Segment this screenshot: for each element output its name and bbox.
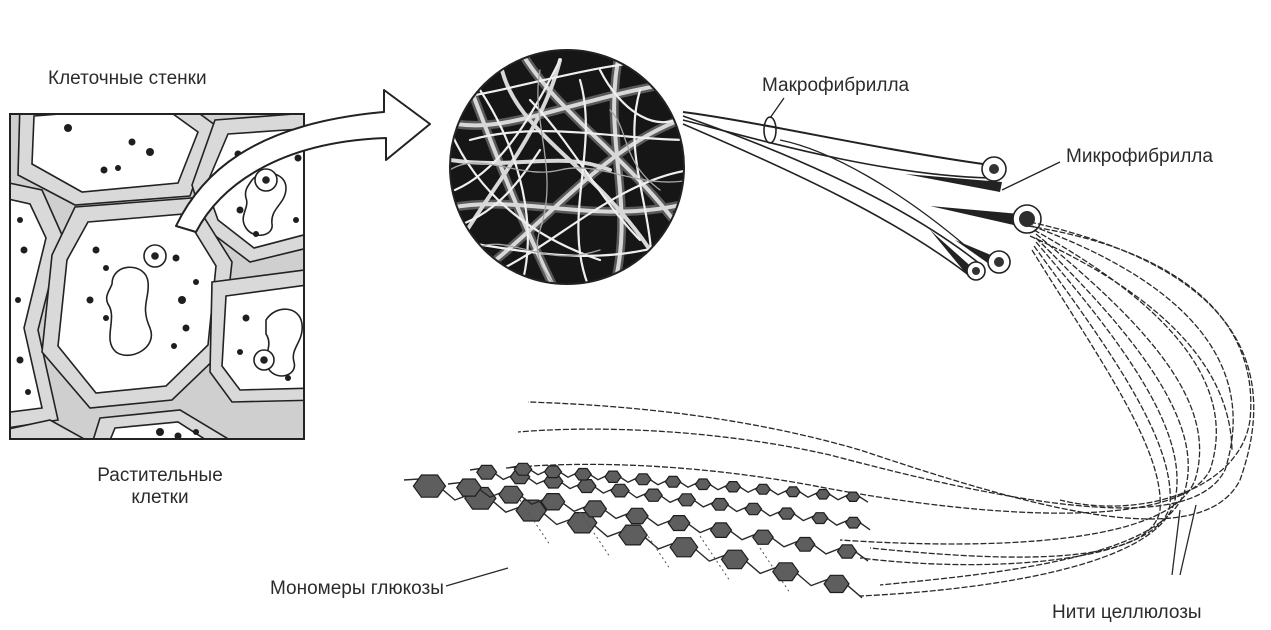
glucose-monomer [711, 523, 732, 538]
glucose-monomer [745, 503, 762, 514]
glucose-monomer [670, 538, 698, 557]
label-cellulose-threads: Нити целлюлозы [1052, 602, 1202, 624]
glucose-monomer [779, 508, 795, 519]
glucose-monomer [541, 494, 564, 510]
glucose-monomer [545, 466, 562, 478]
glucose-monomer [665, 476, 680, 487]
glucose-monomer [795, 538, 815, 552]
macrofibril-ring [764, 117, 776, 143]
glucose-monomer [645, 489, 663, 501]
label-microfibril: Микрофибрилла [1066, 146, 1213, 168]
glucose-monomer [756, 484, 770, 494]
glucose-monomer [726, 482, 741, 492]
micrograph-circle [440, 50, 700, 300]
glucose-monomer [499, 486, 523, 503]
label-glucose-monomers: Мономеры глюкозы [270, 578, 444, 600]
glucose-monomer [635, 474, 651, 485]
label-plant-cells: Растительные клетки [60, 465, 260, 509]
cellulose-threads [506, 222, 1254, 596]
glucose-monomer [678, 494, 695, 506]
glucose-monomer [816, 490, 830, 500]
glucose-monomer [786, 487, 800, 497]
label-cell-walls: Клеточные стенки [48, 68, 207, 90]
glucose-monomer [413, 475, 445, 497]
label-macrofibril: Макрофибрилла [762, 75, 909, 97]
glucose-monomer [626, 508, 648, 523]
fibrils [683, 98, 1060, 280]
glucose-monomer [584, 501, 607, 517]
glucose-monomer [695, 479, 710, 490]
glucose-monomer [575, 469, 592, 481]
glucose-monomer [457, 479, 482, 496]
glucose-monomer [605, 471, 621, 482]
glucose-monomer [477, 465, 497, 479]
glucose-monomer [577, 480, 596, 493]
glucose-monomer [611, 484, 629, 497]
glucose-monomer [773, 563, 799, 581]
vacuole [107, 267, 152, 355]
glucose-monomer [846, 517, 861, 528]
glucose-monomer [514, 463, 531, 475]
label-plant-cells-line2: клетки [60, 487, 260, 509]
glucose-monomer [712, 499, 729, 511]
glucose-monomer [668, 516, 690, 531]
glucose-monomer [812, 513, 828, 524]
glucose-monomer [722, 550, 749, 569]
glucose-monomer [753, 530, 773, 544]
glucose-monomer [824, 575, 849, 592]
glucose-monomer [838, 545, 857, 558]
monomer-leader-line [446, 568, 508, 586]
label-plant-cells-line1: Растительные [60, 465, 260, 487]
glucose-monomer [846, 492, 859, 501]
